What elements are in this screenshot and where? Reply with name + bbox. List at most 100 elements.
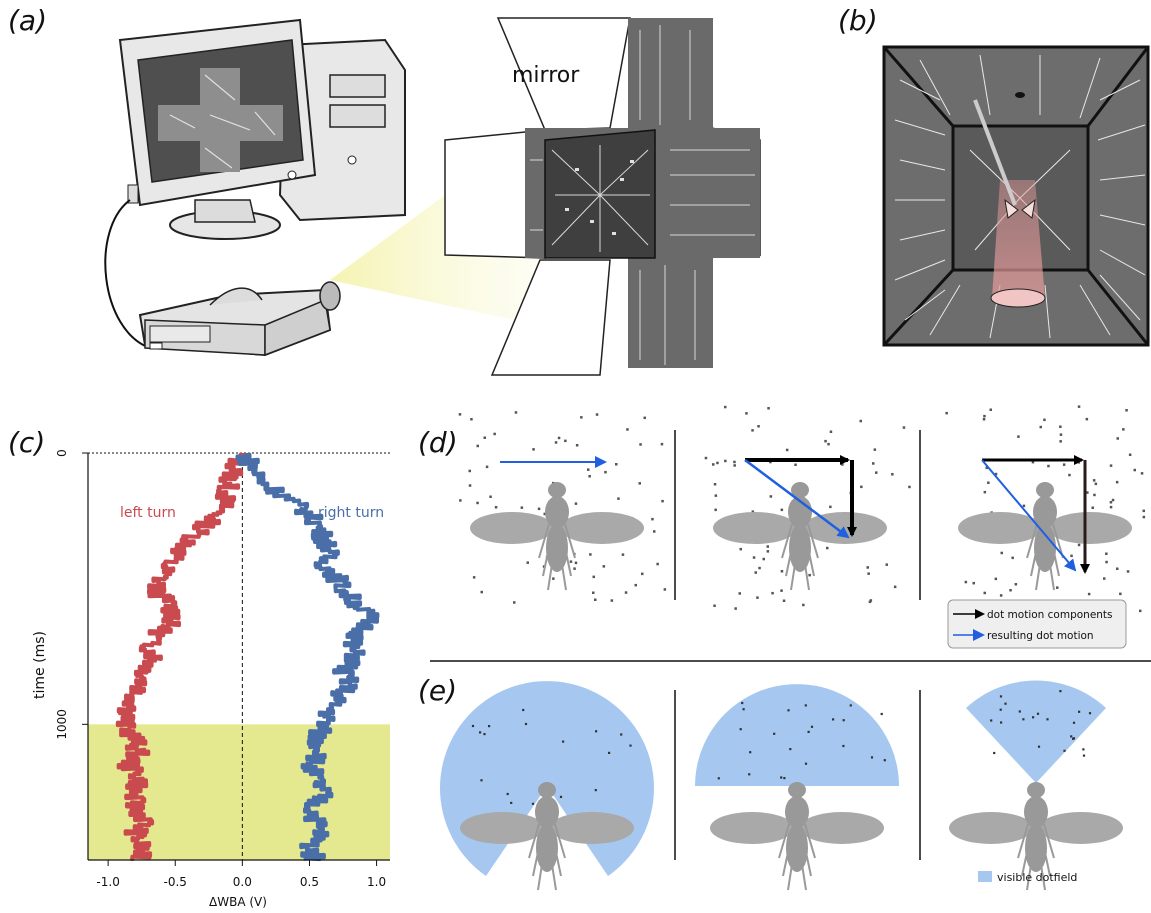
motion-dot [873,448,877,451]
motion-dot [713,483,717,486]
motion-dot [624,591,628,594]
motion-dot [1140,472,1144,475]
visible-dot [717,777,720,780]
visible-dot [842,744,845,748]
motion-dot [769,495,773,498]
visible-dot [1070,735,1073,738]
series-left-turn [115,452,249,862]
motion-dot [782,599,786,602]
visible-dot [1082,748,1085,751]
motion-dot [513,601,516,604]
motion-dot [893,585,897,589]
visible-dot [629,744,632,747]
motion-dot [543,512,546,516]
d-fly-2 [712,481,888,591]
motion-dot [766,550,770,553]
motion-dot [739,547,742,551]
motion-dot [1043,418,1046,422]
motion-dot [483,436,486,439]
motion-dot [589,553,592,556]
motion-dot [1017,435,1020,438]
motion-dot [459,499,462,502]
visible-dot [741,701,744,705]
visible-dot [562,740,565,743]
motion-dot [859,419,862,423]
visible-dot [789,748,792,751]
visible-dot [1059,690,1062,693]
visible-dot [471,724,475,728]
motion-dot [872,462,875,465]
motion-dot [1116,437,1119,440]
visible-dot [832,718,835,721]
motion-dot [1126,570,1130,573]
visible-dot [1088,712,1092,715]
motion-dot [826,546,829,550]
panel-a-label: (a) [8,4,47,37]
legend-dotfield-label: visible dotfield [997,871,1077,884]
motion-dot [1128,453,1132,456]
x-axis-title: ΔWBA (V) [209,895,267,909]
x-tick-label: 0.0 [233,875,252,889]
motion-dot [1109,505,1113,509]
left-turn-label: left turn [120,505,176,521]
visible-dot [483,733,486,736]
motion-dot [867,572,870,575]
visible-dot [480,779,483,782]
motion-dot [1133,468,1136,472]
visible-dot [849,704,852,707]
motion-dot [885,563,888,566]
visible-dot [488,725,491,728]
motion-dot [634,583,637,587]
visible-dot [810,725,814,728]
motion-dot [972,581,975,585]
motion-dot [794,463,797,466]
motion-dot [1077,405,1081,408]
motion-dot [1105,560,1108,564]
motion-dot [994,577,998,581]
visible-dot [748,773,751,776]
motion-dot [1111,498,1115,502]
mirror-arena: mirror [444,17,761,376]
motion-dot [1125,409,1128,412]
right-turn-label: right turn [318,505,384,521]
visible-dot [1004,702,1007,705]
y-tick-label: 1000 [55,709,69,740]
e-field-90deg [966,680,1106,783]
motion-dot [1059,440,1062,443]
motion-dot [532,448,535,451]
d-legend: dot motion components resulting dot moti… [947,599,1127,649]
x-tick-label: -0.5 [164,875,187,889]
motion-dot [476,444,479,448]
visible-dot [522,708,525,712]
motion-dot [1094,482,1098,486]
visible-dot [993,751,996,755]
motion-dot [489,495,492,498]
motion-dot [552,577,555,580]
motion-dot [1070,554,1073,558]
motion-dot [724,459,727,463]
motion-dot [1087,592,1091,596]
visible-dot [783,777,786,780]
visible-dot [990,719,993,722]
motion-dot [1059,425,1062,428]
e-legend: visible dotfield [978,871,1077,884]
visible-dot [787,709,790,712]
motion-dot [869,599,873,602]
motion-dot [1109,464,1113,467]
motion-dot [472,576,476,579]
motion-dot [902,426,906,429]
motion-dot [762,557,765,561]
motion-dot [468,469,471,473]
visible-dot [510,801,513,804]
motion-dot [824,439,827,443]
visible-dot [749,751,752,754]
motion-dot [557,436,561,440]
visible-dot [1037,745,1041,748]
motion-dot [785,448,789,452]
motion-dot [653,530,656,533]
motion-dot [610,599,614,602]
visible-dot [531,802,535,805]
motion-dot [829,505,832,509]
motion-dot [569,560,573,563]
motion-dot [1091,506,1094,509]
